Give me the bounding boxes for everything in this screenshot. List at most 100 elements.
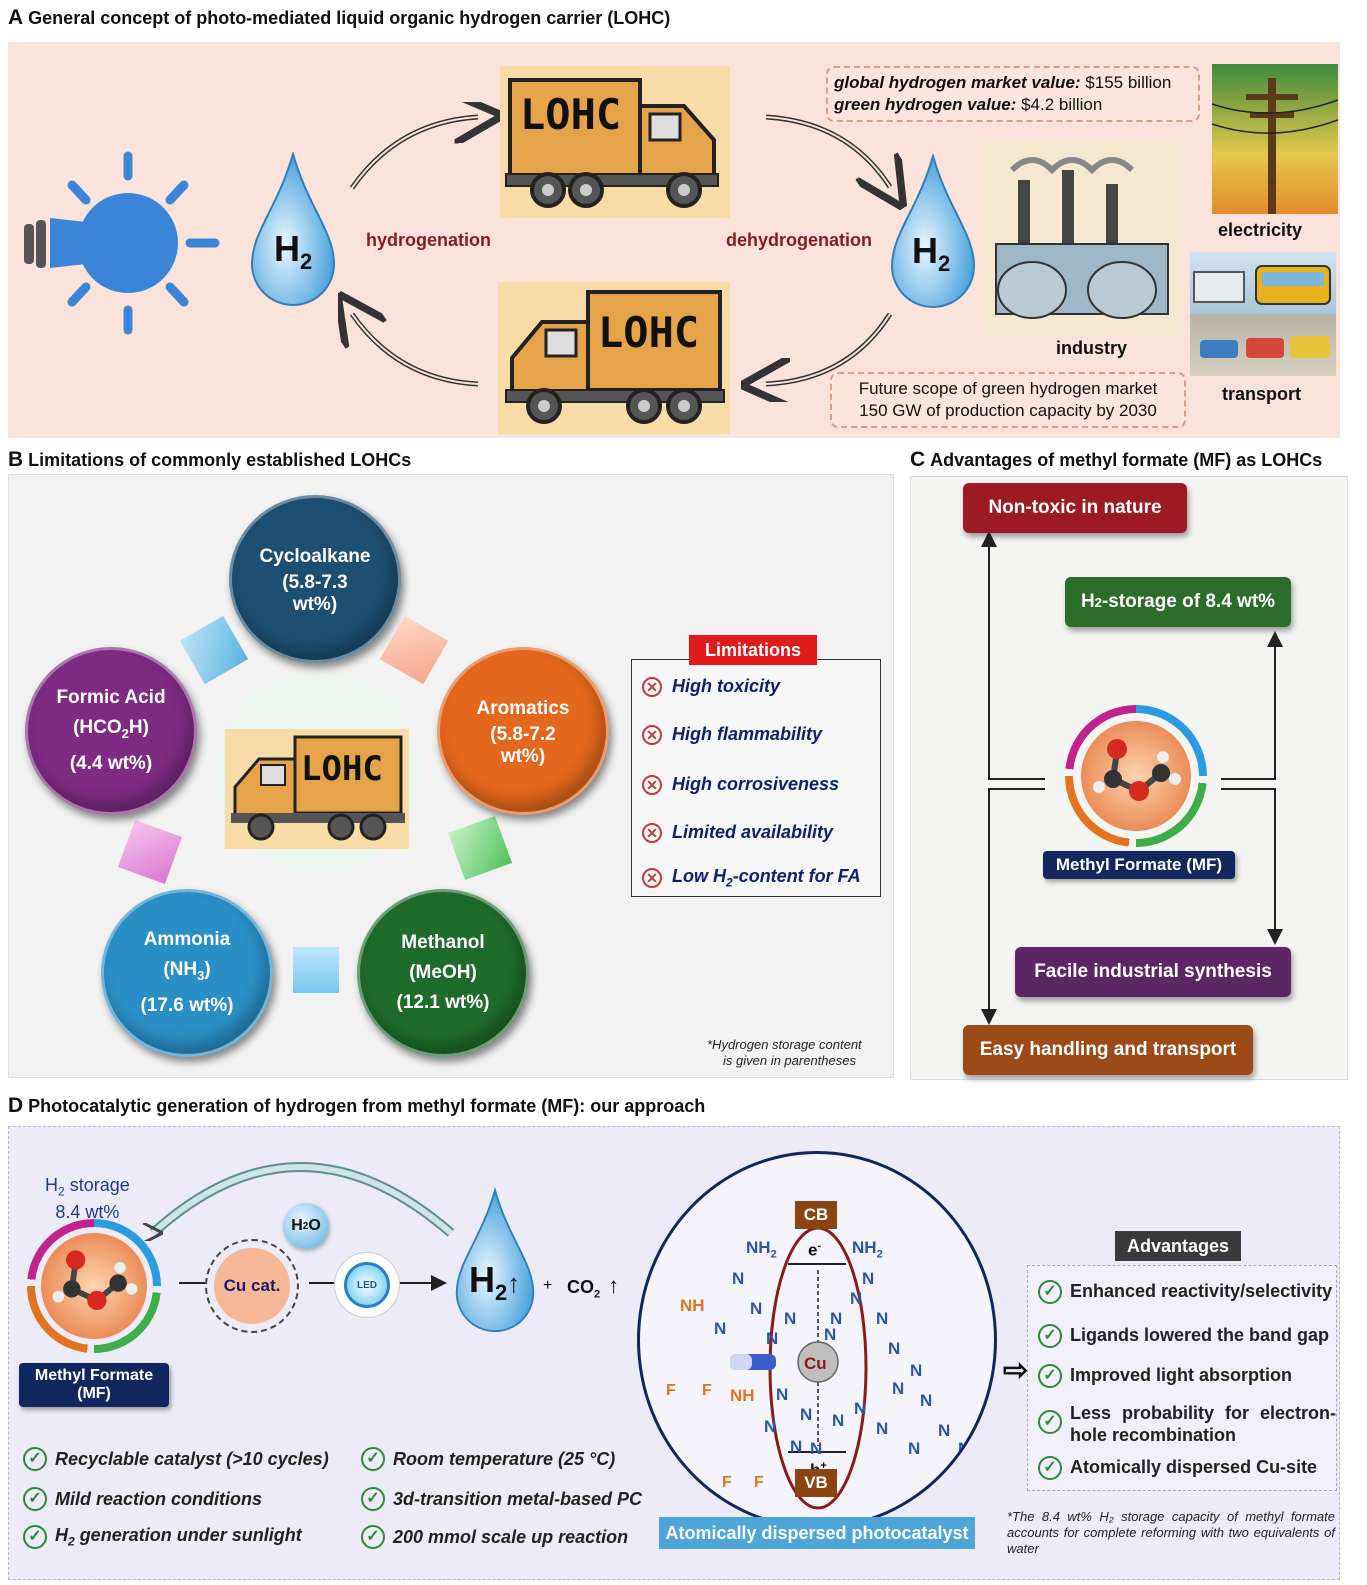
light-bulb-icon xyxy=(24,151,220,335)
panel-b-title-text: Limitations of commonly established LOHC… xyxy=(28,450,412,470)
mf-molecule-ring xyxy=(1065,705,1207,847)
panel-c-connectors xyxy=(981,531,1283,1025)
catalyst-caption: Atomically dispersed photocatalyst xyxy=(659,1517,975,1549)
check-icon: ✓ xyxy=(23,1487,47,1511)
svg-text:N: N xyxy=(832,1411,844,1430)
h2-label-left: H2 xyxy=(274,228,313,275)
h2-droplet-left xyxy=(250,152,336,306)
factory-icon xyxy=(995,157,1169,319)
transport-label: transport xyxy=(1222,384,1302,404)
panel-d-letter: D xyxy=(8,1094,24,1117)
nh2-label: NH2 xyxy=(852,1238,883,1261)
advantages-header: Advantages xyxy=(1115,1231,1241,1261)
nh-label: NH xyxy=(680,1296,705,1315)
svg-text:N: N xyxy=(824,1325,836,1344)
svg-text:N: N xyxy=(732,1269,744,1288)
svg-text:N: N xyxy=(800,1405,812,1424)
advantages-box: ✓Enhanced reactivity/selectivity ✓Ligand… xyxy=(1027,1265,1337,1491)
feature-item: ✓H2 generation under sunlight xyxy=(23,1525,302,1549)
industry-label: industry xyxy=(1056,338,1128,358)
svg-text:N: N xyxy=(958,1439,970,1458)
cu-cat-ring: Cu cat. xyxy=(205,1239,299,1333)
mf-molecule-icon xyxy=(1081,721,1191,831)
check-icon: ✓ xyxy=(1038,1280,1062,1304)
limitation-item: ✕High toxicity xyxy=(642,676,780,697)
truck-icon xyxy=(231,735,405,841)
panel-c-letter: C xyxy=(910,448,926,471)
cycloalkane-bubble: Cycloalkane (5.8-7.3 wt%) xyxy=(229,495,401,663)
limitations-header: Limitations xyxy=(689,635,817,665)
electricity-image xyxy=(1211,64,1339,214)
check-icon: ✓ xyxy=(1038,1364,1062,1388)
h2-droplet-right xyxy=(890,154,976,308)
nh-label: NH xyxy=(730,1386,755,1405)
svg-text:N: N xyxy=(888,1339,900,1358)
f-label: F xyxy=(702,1382,712,1399)
led-icon: LED xyxy=(335,1253,399,1317)
methanol-bubble: Methanol (MeOH) (12.1 wt%) xyxy=(357,889,529,1057)
connector-square xyxy=(117,819,183,885)
cross-icon: ✕ xyxy=(642,676,662,697)
h2-droplet-d xyxy=(455,1186,535,1333)
electron-label: e- xyxy=(808,1240,822,1260)
nontoxic-tag: Non-toxic in nature xyxy=(963,483,1187,533)
svg-text:N: N xyxy=(938,1421,950,1440)
advantage-item: ✓Atomically dispersed Cu-site xyxy=(1038,1456,1317,1480)
led-label: LED xyxy=(344,1262,390,1308)
panel-a: H2 hydrogenation dehydrogenation LOHC xyxy=(8,42,1340,438)
lohc-truck-top: LOHC xyxy=(500,66,730,218)
feature-item: ✓200 mmol scale up reaction xyxy=(361,1525,628,1549)
hollow-arrow-icon: ⇨ xyxy=(1003,1354,1029,1387)
dehydrogenation-label: dehydrogenation xyxy=(726,230,873,250)
svg-text:N: N xyxy=(810,1439,822,1458)
truck-icon xyxy=(505,78,719,208)
cross-icon: ✕ xyxy=(642,822,662,843)
mf-molecule-icon xyxy=(41,1233,147,1339)
feature-item: ✓Room temperature (25 °C) xyxy=(361,1447,615,1471)
svg-text:N: N xyxy=(892,1379,904,1398)
limitation-item: ✕High corrosiveness xyxy=(642,774,839,795)
plus-sign: + xyxy=(543,1277,553,1294)
svg-text:N: N xyxy=(854,1399,866,1418)
svg-text:N: N xyxy=(910,1361,922,1380)
panel-d-footnote: *The 8.4 wt% H₂ storage capacity of meth… xyxy=(1007,1509,1335,1556)
cu-cat-label: Cu cat. xyxy=(214,1248,290,1324)
mf-molecule-ring xyxy=(27,1219,161,1353)
center-lohc-label: LOHC xyxy=(301,749,383,789)
svg-text:N: N xyxy=(776,1385,788,1404)
feature-item: ✓Recyclable catalyst (>10 cycles) xyxy=(23,1447,329,1471)
future-scope-box: Future scope of green hydrogen market 15… xyxy=(830,372,1186,428)
electricity-label: electricity xyxy=(1218,220,1303,240)
f-label: F xyxy=(754,1474,764,1491)
svg-text:N: N xyxy=(764,1417,776,1436)
vb-label: VB xyxy=(795,1469,837,1497)
reaction-line xyxy=(179,1275,447,1291)
truck-label-top: LOHC xyxy=(520,90,622,139)
svg-text:N: N xyxy=(766,1329,778,1348)
svg-text:N: N xyxy=(830,1309,842,1328)
cross-icon: ✕ xyxy=(642,867,662,888)
mf-label-d: Methyl Formate(MF) xyxy=(19,1363,169,1407)
transport-image xyxy=(1190,252,1336,376)
svg-text:N: N xyxy=(876,1419,888,1438)
panel-a-letter: A xyxy=(8,6,24,29)
svg-text:N: N xyxy=(908,1439,920,1458)
check-icon: ✓ xyxy=(1038,1410,1062,1434)
advantage-item: ✓Improved light absorption xyxy=(1038,1364,1292,1388)
check-icon: ✓ xyxy=(361,1525,385,1549)
market-value-box: global hydrogen market value: $155 billi… xyxy=(826,66,1200,122)
h2-label-right: H2 xyxy=(912,230,951,277)
svg-text:N: N xyxy=(784,1309,796,1328)
connector-square xyxy=(379,615,449,685)
feature-item: ✓Mild reaction conditions xyxy=(23,1487,262,1511)
advantage-item: ✓Ligands lowered the band gap xyxy=(1038,1324,1329,1348)
f-label: F xyxy=(666,1382,676,1399)
bus-icon xyxy=(1193,265,1331,358)
